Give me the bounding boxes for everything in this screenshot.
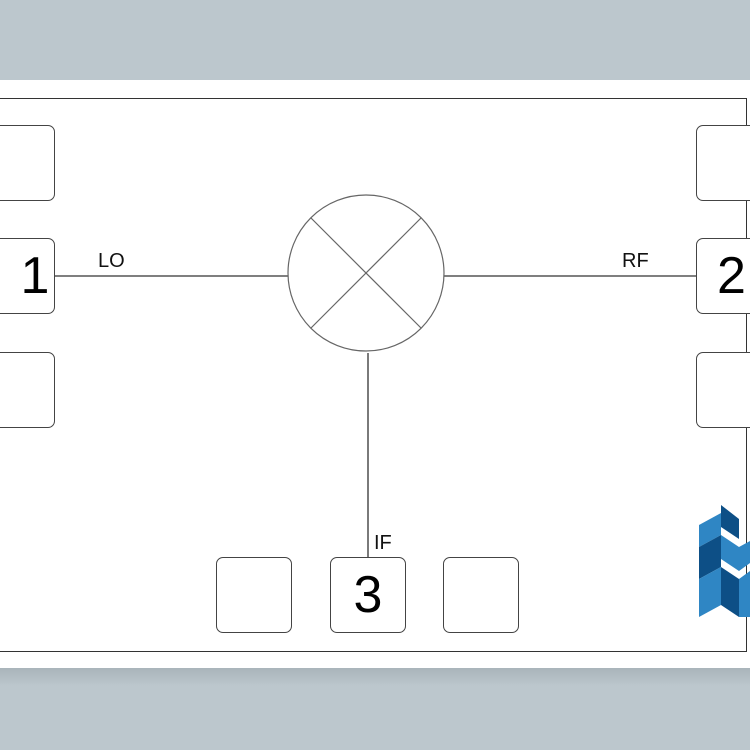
pad-left-top (0, 125, 55, 201)
port-2-number: 2 (717, 247, 746, 305)
if-label: IF (374, 532, 392, 554)
brand-logo-icon (699, 505, 750, 617)
mount-shadow (0, 668, 750, 686)
pad-port-3: 3 (330, 557, 406, 633)
rf-label: RF (622, 250, 649, 272)
pad-left-bottom (0, 352, 55, 428)
lo-label: LO (98, 250, 125, 272)
pad-port-1: 1 (0, 238, 55, 314)
pad-port-2: 2 (696, 238, 750, 314)
mixer-icon (287, 194, 445, 352)
port-3-number: 3 (353, 566, 383, 624)
port-1-number: 1 (20, 247, 50, 305)
pad-right-top (696, 125, 750, 201)
pad-bottom-right (443, 557, 519, 633)
pad-right-bottom (696, 352, 750, 428)
pad-bottom-left (216, 557, 292, 633)
